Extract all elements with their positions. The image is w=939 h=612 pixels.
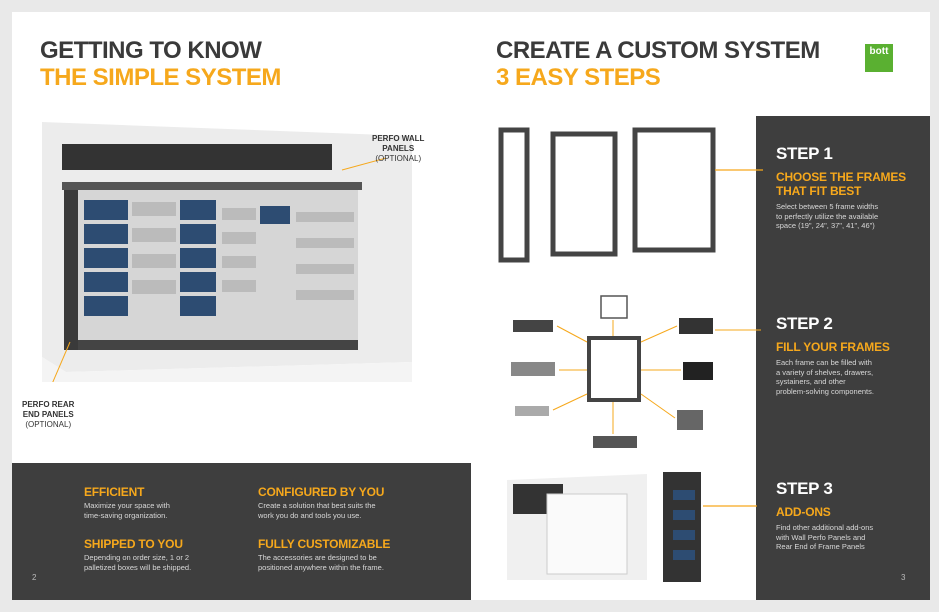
callout-wall-optional: (OPTIONAL)	[375, 154, 422, 163]
steps-column	[756, 116, 930, 600]
addons-illustration	[507, 472, 757, 582]
feature-title: SHIPPED TO YOU	[84, 537, 183, 551]
left-title-line2: THE SIMPLE SYSTEM	[40, 64, 281, 91]
right-page: CREATE A CUSTOM SYSTEM 3 EASY STEPS bott	[471, 12, 930, 600]
callout-wall-line1: PERFO WALL	[372, 134, 425, 143]
page-number-right: 3	[901, 573, 906, 582]
left-title-line1: GETTING TO KNOW	[40, 37, 262, 64]
feature-title: EFFICIENT	[84, 485, 145, 499]
step-2: STEP 2 FILL YOUR FRAMES Each frame can b…	[776, 314, 916, 396]
callout-rear-line2: END PANELS	[22, 410, 74, 419]
feature-shipped: SHIPPED TO YOU Depending on order size, …	[84, 537, 254, 572]
left-page: GETTING TO KNOW THE SIMPLE SYSTEM	[12, 12, 471, 600]
feature-title: FULLY CUSTOMIZABLE	[258, 537, 391, 551]
callout-rear-line1: PERFO REAR	[22, 400, 75, 409]
storage-system-illustration	[42, 122, 412, 382]
right-title: CREATE A CUSTOM SYSTEM 3 EASY STEPS	[496, 37, 820, 91]
step-3-title: ADD-ONS	[776, 505, 831, 519]
page-number-left: 2	[32, 573, 37, 582]
step-2-title: FILL YOUR FRAMES	[776, 340, 890, 354]
step-3: STEP 3 ADD-ONS Find other additional add…	[776, 479, 916, 552]
step-2-label: STEP 2	[776, 314, 833, 333]
feature-configured: CONFIGURED BY YOU Create a solution that…	[258, 485, 428, 520]
callout-rear-optional: (OPTIONAL)	[25, 420, 72, 429]
callout-perfo-rear: PERFO REAR END PANELS (OPTIONAL)	[22, 400, 74, 430]
callout-perfo-wall: PERFO WALL PANELS (OPTIONAL)	[372, 134, 424, 164]
callout-wall-line2: PANELS	[382, 144, 415, 153]
right-title-line2: 3 EASY STEPS	[496, 64, 661, 91]
right-title-line1: CREATE A CUSTOM SYSTEM	[496, 37, 820, 64]
frames-illustration	[498, 127, 763, 263]
step-1-label: STEP 1	[776, 144, 833, 163]
step-3-label: STEP 3	[776, 479, 833, 498]
feature-title: CONFIGURED BY YOU	[258, 485, 385, 499]
left-title: GETTING TO KNOW THE SIMPLE SYSTEM	[40, 37, 281, 91]
components-illustration	[511, 295, 761, 448]
feature-customizable: FULLY CUSTOMIZABLE The accessories are d…	[258, 537, 428, 572]
bott-logo: bott	[865, 44, 893, 72]
